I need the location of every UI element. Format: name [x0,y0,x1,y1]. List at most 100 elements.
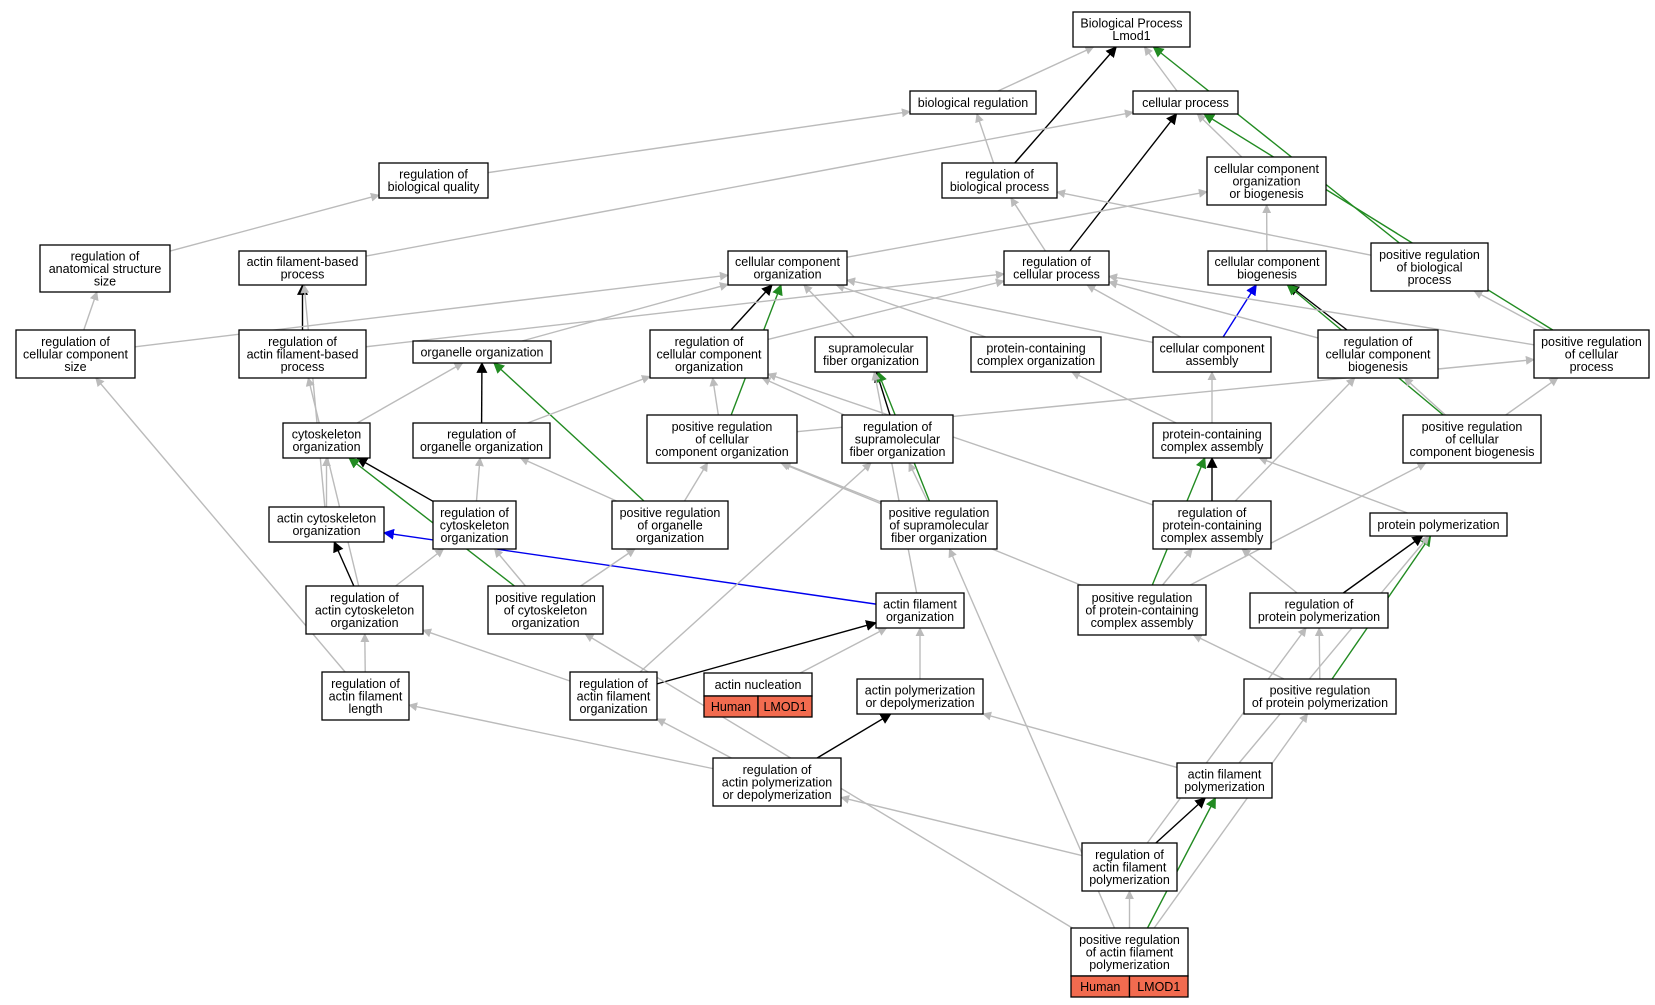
go-term-label: length [348,702,382,716]
edge-regactinlength-to-regccsize [95,377,346,673]
go-term-label: size [94,274,116,288]
go-term-label: positive regulation [1270,684,1371,698]
go-term-box [1072,11,1191,48]
edge-actinnuc-to-actinfilorg [799,627,888,674]
edge-regprotpoly-to-regprotcomp [1241,548,1298,594]
edge-layer [83,46,1559,929]
go-term-label: organization [579,702,647,716]
go-term-label: regulation of [331,677,400,691]
go-term-label: process [281,360,325,374]
go-term-label: biological quality [388,180,480,194]
go-term-box [268,506,385,543]
go-term-label: cytoskeleton [440,518,510,532]
edge-regactincyto-to-regactinfb [305,377,360,587]
go-term-label: positive regulation [495,591,596,605]
go-term-box [909,90,1037,115]
go-term-node-organelle[interactable]: organelle organization [412,340,552,364]
edge-protcomporg-to-ccorg [835,283,986,338]
go-term-label: regulation of [399,168,468,182]
edge-actincyto-to-actinfb [300,284,326,508]
edge-posregcyto-to-posregorganelle [580,548,636,587]
edge-posregactinfilpoly-to-posregprotpoly [1153,713,1309,929]
go-term-label: regulation of [268,335,337,349]
edge-ccassembly-to-ccorg [846,277,1154,344]
go-term-label: regulation of [675,335,744,349]
edge-ccassembly-to-regcellproc [1086,284,1181,338]
edge-posregorganelle-to-regorganelle [519,457,617,502]
edge-regsupramol-to-regccorg [761,377,845,416]
gene-symbol-label: LMOD1 [1137,980,1180,994]
go-term-label: regulation of [440,506,509,520]
go-term-label: regulation of [579,677,648,691]
go-term-box [1317,329,1439,379]
go-term-box [646,414,798,464]
edge-regactinpolydepoly-to-regactinlength [408,702,714,770]
go-term-label: actin filament [1188,768,1262,782]
edge-regccsize-to-reganat [83,291,99,331]
edge-regactinpolydepoly-to-regactinfilorg [656,718,732,759]
go-term-box [432,500,517,550]
edge-posregccorg-to-regccorg [709,377,720,416]
go-term-label: or depolymerization [865,696,974,710]
edge-posregbio-to-root [1152,46,1400,244]
go-term-label: Biological Process [1080,17,1182,31]
go-term-box [1249,592,1389,629]
edge-bioreg-to-root [997,46,1095,92]
edge-posregcyto-to-cytoorg [348,457,515,587]
go-term-label: organization [1232,174,1300,188]
go-term-label: organization [440,531,508,545]
go-term-node-bioreg[interactable]: biological regulation [909,90,1037,115]
go-term-box [1152,500,1272,550]
go-term-box [305,585,424,635]
go-term-node-cellproc[interactable]: cellular process [1132,90,1239,115]
go-term-label: cellular component [1214,162,1319,176]
go-term-label: biogenesis [1348,360,1408,374]
go-term-box [282,422,371,459]
go-term-node-protpoly[interactable]: protein polymerization [1369,512,1508,537]
go-term-label: size [64,360,86,374]
